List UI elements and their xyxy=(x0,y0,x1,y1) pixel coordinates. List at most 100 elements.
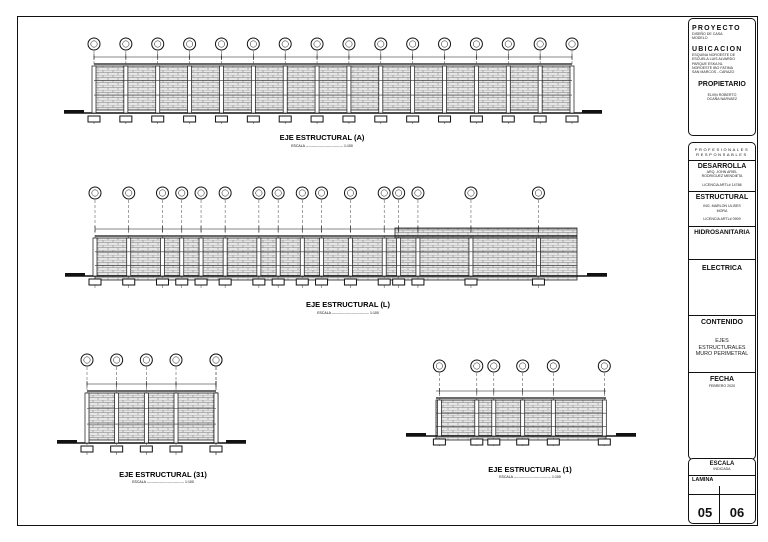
footing xyxy=(469,115,483,123)
footing xyxy=(139,445,153,453)
axis-bubble-inner xyxy=(536,40,544,48)
axis-bubble-inner xyxy=(255,189,263,197)
column xyxy=(550,399,556,437)
axis-bubble-inner xyxy=(435,362,443,370)
axis-bubble xyxy=(343,186,357,200)
ground-hatch-right xyxy=(587,273,607,276)
axis-bubble-inner xyxy=(318,189,325,197)
elevation-scale-1: ESCALA -------------------------------- … xyxy=(499,475,561,479)
axis-bubble xyxy=(533,37,547,51)
axis-bubble xyxy=(374,37,388,51)
column xyxy=(491,399,497,437)
footing xyxy=(151,115,165,123)
elevation-scale-a: ESCALA -------------------------------- … xyxy=(291,144,353,148)
footing xyxy=(531,278,545,286)
column xyxy=(378,65,384,114)
axis-bubble-inner xyxy=(490,362,498,370)
axis-bubble xyxy=(411,186,425,200)
footing xyxy=(374,115,388,123)
axis-bubble-inner xyxy=(534,189,542,197)
axis-bubble-inner xyxy=(473,362,481,370)
column xyxy=(536,237,541,277)
footing xyxy=(342,115,356,123)
axis-bubble-inner xyxy=(178,189,186,197)
column xyxy=(84,392,90,444)
footing xyxy=(565,115,579,123)
footing xyxy=(533,115,547,123)
axis-bubble xyxy=(315,186,329,200)
axis-bubble xyxy=(175,186,189,200)
footing xyxy=(218,278,232,286)
column xyxy=(219,65,224,114)
axis-bubble xyxy=(139,353,153,367)
column xyxy=(123,65,129,114)
footing xyxy=(597,438,611,446)
column xyxy=(91,65,97,114)
footing xyxy=(501,115,515,123)
axis-bubble-inner xyxy=(274,189,282,197)
axis-bubble xyxy=(278,37,292,51)
lamina-heading: LAMINA xyxy=(692,477,714,484)
column xyxy=(314,65,320,114)
drawing-sheet-border xyxy=(17,16,758,526)
axis-bubble xyxy=(469,37,483,51)
footing xyxy=(470,438,484,446)
axis-bubble xyxy=(438,37,452,51)
axis-bubble xyxy=(295,186,309,200)
column xyxy=(155,65,161,114)
column xyxy=(275,237,281,277)
axis-bubble-inner xyxy=(125,189,133,197)
axis-bubble xyxy=(470,359,484,373)
footing xyxy=(546,438,560,446)
axis-bubble-inner xyxy=(142,356,150,364)
column xyxy=(474,399,480,437)
footing xyxy=(110,445,124,453)
axis-bubble-inner xyxy=(159,189,166,197)
column xyxy=(601,399,607,437)
ground-hatch-left xyxy=(64,110,84,113)
axis-bubble xyxy=(122,186,136,200)
elevation-title-31: EJE ESTRUCTURAL (31) xyxy=(119,470,207,479)
fecha-text: FEBRERO 2020 xyxy=(708,383,736,388)
electrica-heading: ELECTRICA xyxy=(701,265,743,273)
axis-bubble-inner xyxy=(281,40,289,48)
axis-bubble-inner xyxy=(395,189,403,197)
footing xyxy=(377,278,391,286)
axis-bubble xyxy=(546,359,560,373)
estructural-license: LICENCIA ARTL# 0909 xyxy=(703,217,741,222)
axis-bubble xyxy=(565,37,579,51)
column xyxy=(143,392,149,444)
column xyxy=(250,65,256,114)
column xyxy=(348,237,353,277)
axis-bubble xyxy=(377,186,391,200)
axis-bubble-inner xyxy=(441,40,448,48)
axis-bubble-inner xyxy=(377,40,385,48)
axis-bubble-inner xyxy=(90,40,98,48)
brick-wall xyxy=(86,392,217,441)
footing xyxy=(88,278,102,286)
axis-bubble-inner xyxy=(298,189,306,197)
hidrosanitaria-heading: HIDROSANITARIA xyxy=(694,229,750,237)
axis-bubble xyxy=(183,37,197,51)
axis-bubble xyxy=(209,353,223,367)
proyecto-heading: PROYECTO xyxy=(692,25,741,32)
column xyxy=(537,65,543,114)
column xyxy=(92,237,98,277)
column xyxy=(468,237,474,277)
column xyxy=(569,65,575,114)
column xyxy=(213,392,219,444)
axis-bubble-inner xyxy=(380,189,388,197)
axis-bubble xyxy=(501,37,515,51)
contenido-text: EJES ESTRUCTURALES MURO PERIMETRAL xyxy=(695,338,749,358)
footing xyxy=(155,278,169,286)
footing xyxy=(271,278,285,286)
axis-bubble xyxy=(155,186,169,200)
profesionales-heading: PROFESIONALES RESPONSABLES xyxy=(694,147,750,157)
ground-hatch-left xyxy=(406,433,426,436)
column xyxy=(410,65,416,114)
footing xyxy=(214,115,228,123)
footing xyxy=(175,278,189,286)
column xyxy=(126,237,132,277)
column xyxy=(114,392,120,444)
ground-hatch-right xyxy=(582,110,602,113)
